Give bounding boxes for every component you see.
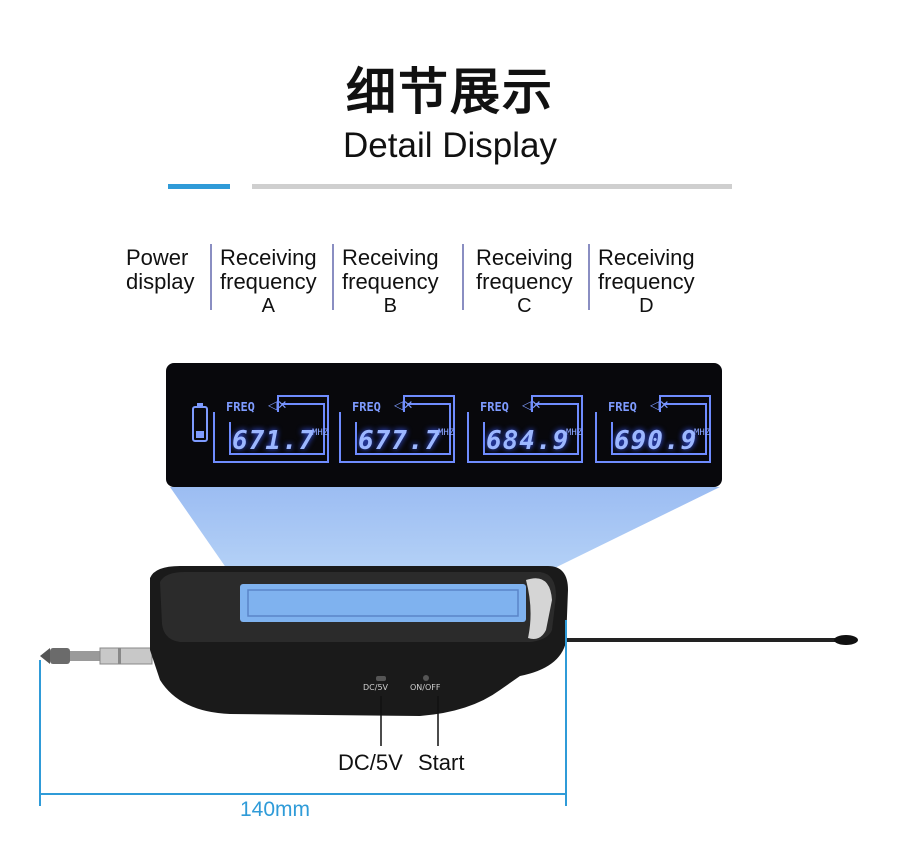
lcd-channel-d: FREQ ◁✕ 690.9 MHZ [594,392,711,464]
label-power-display: Power display [126,246,194,294]
jack-plug-icon [40,647,153,665]
label-line: Power [126,245,189,270]
mute-icon: ◁✕ [522,398,542,412]
label-frequency-d: Receiving frequency D [598,246,695,318]
freq-label: FREQ [226,400,255,414]
length-measure: 140mm [240,798,311,821]
label-line: Receiving [598,245,695,270]
label-channel: A [261,295,275,317]
button-marking: ON/OFF [410,683,441,692]
lcd-panel: FREQ ◁✕ 671.7 MHZ FREQ ◁✕ 677.7 MHZ FREQ… [166,363,722,487]
label-channel: D [639,295,654,317]
battery-icon [192,403,208,442]
lcd-channel-c: FREQ ◁✕ 684.9 MHZ [466,392,583,464]
label-separator [332,244,334,310]
lcd-frame [595,395,711,463]
port-marking: DC/5V [363,683,389,692]
lcd-frame [213,395,329,463]
label-channel: B [383,295,397,317]
label-frequency-a: Receiving frequency A [220,246,317,318]
mute-icon: ◁✕ [394,398,414,412]
label-line: display [126,269,195,294]
freq-unit: MHZ [312,428,329,438]
label-separator [210,244,212,310]
lcd-frame [339,395,455,463]
freq-label: FREQ [352,400,381,414]
label-channel: C [517,295,532,317]
mute-icon: ◁✕ [650,398,670,412]
freq-value: 690.9 [614,426,698,456]
label-line: frequency [220,269,317,294]
label-line: Receiving [476,245,573,270]
button-label: Start [418,750,465,775]
mute-icon: ◁✕ [268,398,288,412]
lcd-channel-b: FREQ ◁✕ 677.7 MHZ [338,392,455,464]
divider-line [252,184,732,189]
label-line: frequency [598,269,695,294]
freq-value: 671.7 [232,426,316,456]
page-title: 细节展示 [346,63,554,121]
freq-value: 677.7 [358,426,442,456]
freq-unit: MHZ [566,428,583,438]
label-separator [462,244,464,310]
label-line: frequency [476,269,573,294]
power-button [423,675,429,681]
label-frequency-b: Receiving frequency B [342,246,439,318]
freq-label: FREQ [608,400,637,414]
port-label: DC/5V [338,750,403,775]
freq-value: 684.9 [486,426,570,456]
label-separator [588,244,590,310]
page-subtitle: Detail Display [343,126,557,165]
label-line: Receiving [220,245,317,270]
accent-divider [168,184,230,189]
freq-unit: MHZ [694,428,711,438]
freq-label: FREQ [480,400,509,414]
label-frequency-c: Receiving frequency C [476,246,573,318]
label-line: Receiving [342,245,439,270]
antenna-tip [834,635,858,645]
lcd-channel-a: FREQ ◁✕ 671.7 MHZ [212,392,329,464]
usb-port [376,676,386,681]
lcd-frame [467,395,583,463]
label-line: frequency [342,269,439,294]
freq-unit: MHZ [438,428,455,438]
device-screen [240,584,526,622]
